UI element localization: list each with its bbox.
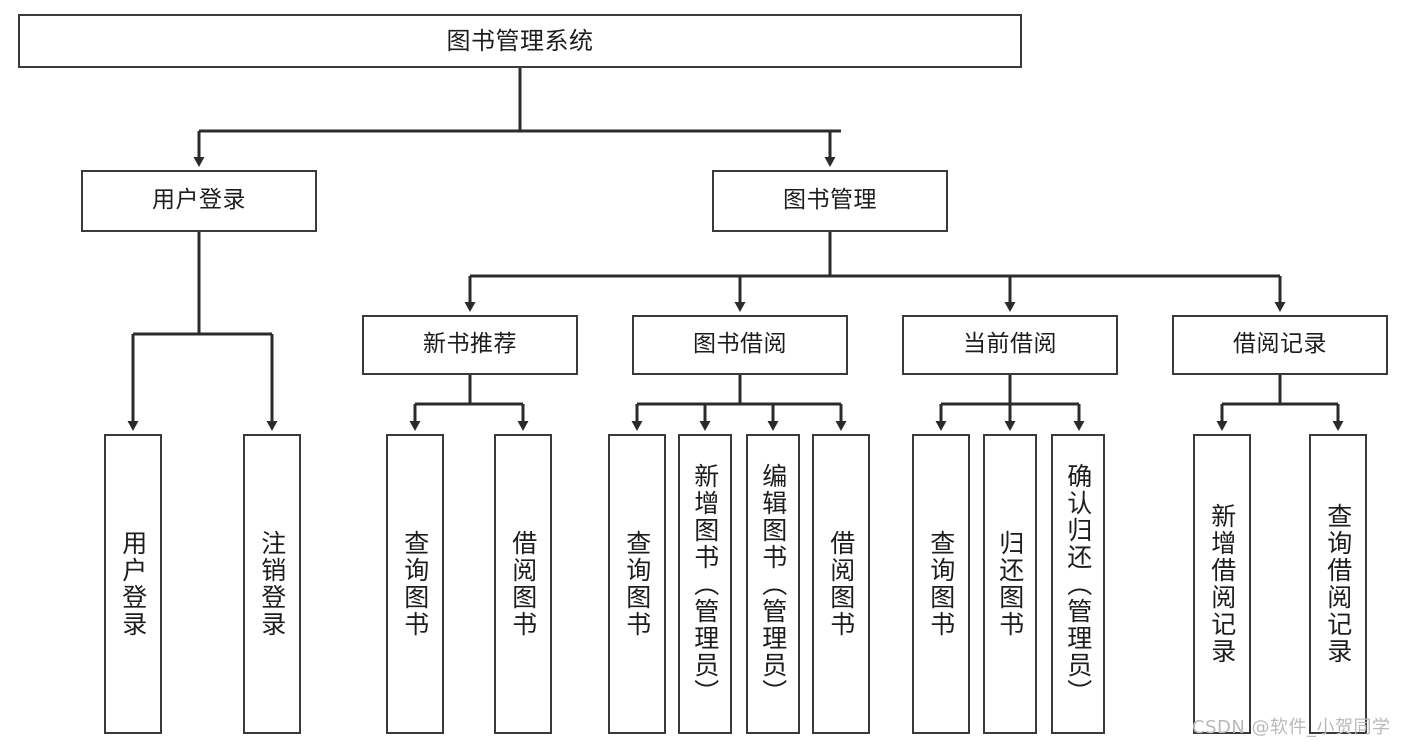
node-label: 注销登录 xyxy=(257,530,287,638)
node-label: 图书管理 xyxy=(783,187,877,214)
node-leaf-edit-book-admin[interactable]: 编辑图书（管理员） xyxy=(746,434,800,734)
node-leaf-query-books-borrowing[interactable]: 查询图书 xyxy=(608,434,666,734)
node-label: 新增借阅记录 xyxy=(1207,503,1237,665)
node-root-library-management-system[interactable]: 图书管理系统 xyxy=(18,14,1022,68)
node-leaf-user-login[interactable]: 用户登录 xyxy=(104,434,162,734)
node-label: 确认归还（管理员） xyxy=(1063,462,1093,706)
node-label: 新书推荐 xyxy=(423,331,517,358)
node-leaf-add-book-admin[interactable]: 新增图书（管理员） xyxy=(678,434,732,734)
node-leaf-query-books-recommendation[interactable]: 查询图书 xyxy=(386,434,444,734)
node-label: 用户登录 xyxy=(152,187,246,214)
node-label: 图书借阅 xyxy=(693,331,787,358)
node-label: 借阅图书 xyxy=(508,530,538,638)
node-leaf-borrow-books[interactable]: 借阅图书 xyxy=(812,434,870,734)
csdn-watermark: CSDN @软件_小贺同学 xyxy=(1192,717,1391,738)
node-leaf-query-books-current[interactable]: 查询图书 xyxy=(912,434,970,734)
node-label: 用户登录 xyxy=(118,530,148,638)
node-label: 当前借阅 xyxy=(963,331,1057,358)
node-label: 图书管理系统 xyxy=(446,26,594,55)
node-label: 归还图书 xyxy=(995,530,1025,638)
node-label: 编辑图书（管理员） xyxy=(758,462,788,706)
node-label: 查询图书 xyxy=(926,530,956,638)
node-label: 查询借阅记录 xyxy=(1323,503,1353,665)
node-user-login[interactable]: 用户登录 xyxy=(81,170,317,232)
node-current-borrowing[interactable]: 当前借阅 xyxy=(902,315,1118,375)
node-book-borrowing[interactable]: 图书借阅 xyxy=(632,315,848,375)
node-label: 新增图书（管理员） xyxy=(690,462,720,706)
node-leaf-confirm-return-admin[interactable]: 确认归还（管理员） xyxy=(1051,434,1105,734)
node-label: 查询图书 xyxy=(400,530,430,638)
node-label: 查询图书 xyxy=(622,530,652,638)
node-leaf-query-borrowing-record[interactable]: 查询借阅记录 xyxy=(1309,434,1367,734)
node-leaf-return-books[interactable]: 归还图书 xyxy=(983,434,1037,734)
node-leaf-add-borrowing-record[interactable]: 新增借阅记录 xyxy=(1193,434,1251,734)
node-leaf-logout[interactable]: 注销登录 xyxy=(243,434,301,734)
node-label: 借阅记录 xyxy=(1233,331,1327,358)
node-book-management[interactable]: 图书管理 xyxy=(712,170,948,232)
node-new-book-recommendation[interactable]: 新书推荐 xyxy=(362,315,578,375)
node-label: 借阅图书 xyxy=(826,530,856,638)
node-borrowing-records[interactable]: 借阅记录 xyxy=(1172,315,1388,375)
node-leaf-borrow-books-recommendation[interactable]: 借阅图书 xyxy=(494,434,552,734)
